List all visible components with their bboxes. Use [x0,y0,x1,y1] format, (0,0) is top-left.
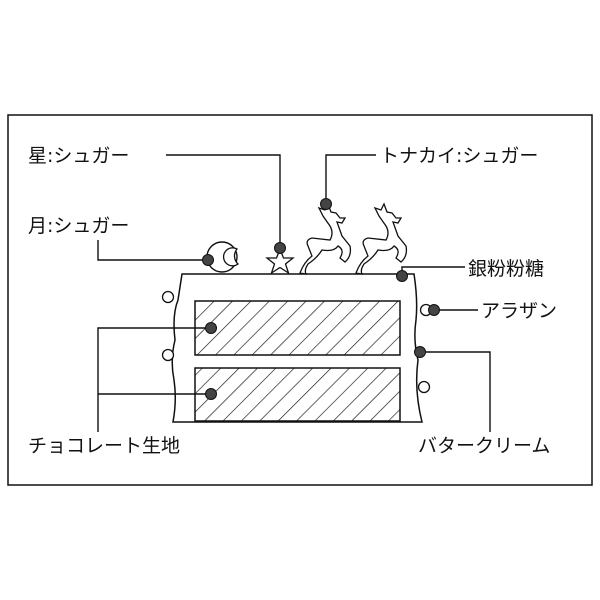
chocolate-layer-top [194,300,401,356]
leader-lines [97,154,491,432]
label-chocolate-sponge: チョコレート生地 [28,435,180,457]
dragee-circles [161,290,433,394]
label-star: 星:シュガー [28,145,129,167]
leader-dots [202,198,440,400]
label-moon: 月:シュガー [28,215,129,237]
frame [7,114,593,486]
reindeer-icon [299,202,408,275]
label-dragee: アラザン [481,300,557,322]
star-icon [265,247,295,275]
label-butter-cream: バタークリーム [418,435,550,457]
label-reindeer: トナカイ:シュガー [380,145,538,167]
moon-icon [206,241,240,273]
label-silver-sugar: 銀粉粉糖 [468,258,544,280]
chocolate-layer-bottom [194,367,401,422]
